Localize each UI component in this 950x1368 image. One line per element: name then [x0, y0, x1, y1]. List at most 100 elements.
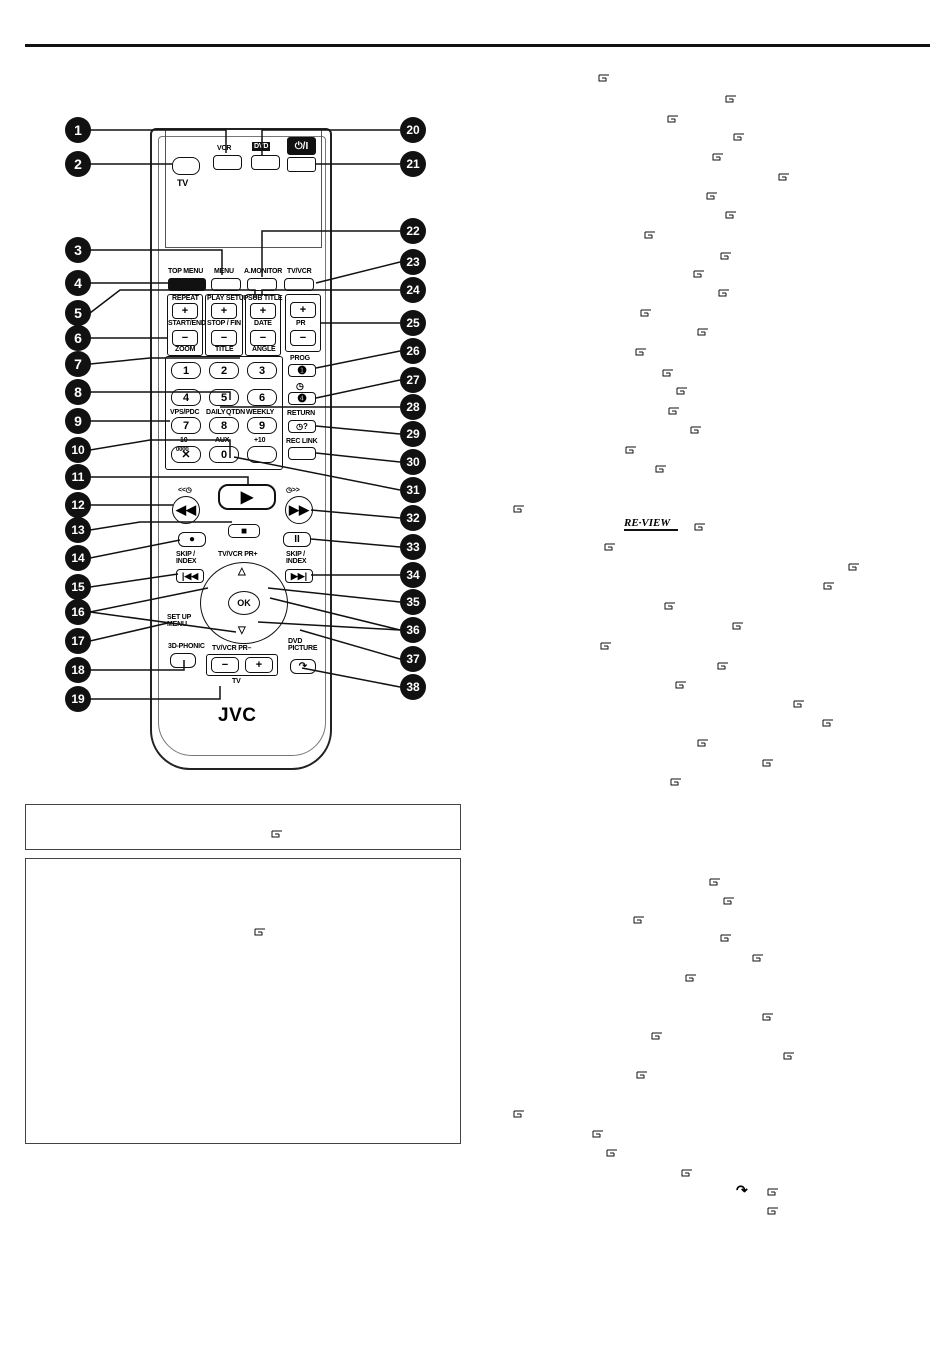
- tv-volume-label: TV: [232, 678, 241, 685]
- prog-button[interactable]: ❶: [288, 364, 316, 377]
- callout-35: 35: [400, 589, 426, 615]
- remote-display-window: [165, 129, 322, 248]
- keypad-frame: [165, 356, 283, 470]
- rec-link-button[interactable]: [288, 447, 316, 460]
- title-minus-button[interactable]: −: [211, 330, 237, 346]
- 3d-phonic-label: 3D-PHONIC: [168, 643, 205, 650]
- tv-vcr-switch[interactable]: [172, 157, 200, 175]
- page-reference-icon: [720, 932, 732, 942]
- page-reference-icon: [635, 346, 647, 356]
- page-reference-icon: [690, 424, 702, 434]
- callout-6: 6: [65, 325, 91, 351]
- remote-inner-frame: [158, 136, 326, 756]
- page-reference-icon: [823, 580, 835, 590]
- page-reference-icon: [598, 72, 610, 82]
- play-setup-plus-button[interactable]: +: [211, 303, 237, 319]
- play-setup-label: PLAY SETUP: [207, 295, 249, 302]
- angle-label: ANGLE: [252, 346, 276, 353]
- key-9[interactable]: 9: [247, 417, 277, 434]
- record-button[interactable]: ●: [178, 532, 206, 547]
- ok-button[interactable]: OK: [228, 591, 260, 615]
- repeat-plus-button[interactable]: +: [172, 303, 198, 319]
- dvd-picture-button[interactable]: ↷: [290, 659, 316, 674]
- callout-28: 28: [400, 394, 426, 420]
- callout-30: 30: [400, 449, 426, 475]
- callout-15: 15: [65, 574, 91, 600]
- page-reference-icon: [778, 171, 790, 181]
- top-menu-label: TOP MENU: [168, 268, 204, 275]
- skip-index-left-label: SKIP / INDEX: [176, 551, 197, 565]
- key-8[interactable]: 8: [209, 417, 239, 434]
- key-1[interactable]: 1: [171, 362, 201, 379]
- pr-minus-button[interactable]: −: [290, 330, 316, 346]
- key-7[interactable]: 7: [171, 417, 201, 434]
- skip-index-right-label: SKIP / INDEX: [286, 551, 307, 565]
- callout-16: 16: [65, 599, 91, 625]
- key-0000-clear[interactable]: ✕: [171, 446, 201, 463]
- play-button[interactable]: ▶: [218, 484, 276, 510]
- down-arrow-icon[interactable]: ▽: [238, 625, 246, 636]
- plus-ten-label: +10: [254, 437, 266, 444]
- page-reference-icon: [762, 1011, 774, 1021]
- power-indicator-button[interactable]: [287, 157, 316, 172]
- callout-3: 3: [65, 237, 91, 263]
- volume-plus-button[interactable]: +: [245, 657, 273, 673]
- zoom-minus-button[interactable]: −: [172, 330, 198, 346]
- rewind-arrow-label: <<◷: [178, 487, 192, 494]
- stop-button[interactable]: ■: [228, 524, 260, 538]
- pr-plus-button[interactable]: +: [290, 302, 316, 318]
- aux-button[interactable]: 0: [209, 446, 239, 463]
- dvd-picture-icon: ↷: [736, 1182, 748, 1198]
- callout-5: 5: [65, 300, 91, 326]
- page-reference-icon: [718, 287, 730, 297]
- power-button[interactable]: ⏻/I: [287, 137, 316, 155]
- page-reference-icon: [640, 307, 652, 317]
- callout-11: 11: [65, 464, 91, 490]
- pause-button[interactable]: II: [283, 532, 311, 547]
- key-4[interactable]: 4: [171, 389, 201, 406]
- timer-button[interactable]: ❹: [288, 392, 316, 405]
- angle-minus-button[interactable]: −: [250, 330, 276, 346]
- page-reference-icon: [633, 914, 645, 924]
- vcr-label: VCR: [217, 145, 232, 152]
- fast-forward-button[interactable]: ▶▶: [285, 496, 313, 524]
- callout-33: 33: [400, 534, 426, 560]
- up-arrow-icon[interactable]: △: [238, 566, 246, 577]
- page-reference-icon: [822, 717, 834, 727]
- qtdn-label: QTDN: [226, 409, 246, 416]
- 3d-phonic-button[interactable]: [170, 653, 196, 668]
- rewind-button[interactable]: ◀◀: [172, 496, 200, 524]
- pr-label: PR: [296, 320, 306, 327]
- page-reference-icon: [675, 679, 687, 689]
- menu-label: MENU: [214, 268, 234, 275]
- callout-27: 27: [400, 367, 426, 393]
- page-reference-icon: [752, 952, 764, 962]
- tv-volume-frame: [206, 654, 278, 676]
- volume-minus-button[interactable]: −: [211, 657, 239, 673]
- skip-forward-button[interactable]: ▶▶|: [285, 569, 313, 583]
- page-reference-icon: [676, 385, 688, 395]
- key-6[interactable]: 6: [247, 389, 277, 406]
- page-reference-icon: [725, 209, 737, 219]
- callout-19: 19: [65, 686, 91, 712]
- return-button[interactable]: ◷?: [288, 420, 316, 433]
- key-5[interactable]: 5: [209, 389, 239, 406]
- key-2[interactable]: 2: [209, 362, 239, 379]
- callout-10: 10: [65, 437, 91, 463]
- page-reference-icon: [725, 93, 737, 103]
- vcr-button[interactable]: [213, 155, 242, 170]
- brand-logo: JVC: [218, 705, 257, 726]
- callout-9: 9: [65, 408, 91, 434]
- weekly-label: WEEKLY: [246, 409, 275, 416]
- sub-title-plus-button[interactable]: +: [250, 303, 276, 319]
- tv-vcr-pr-plus-label: TV/VCR PR+: [218, 551, 258, 558]
- page-reference-icon: [254, 926, 266, 936]
- vps-pdc-label: VPS/PDC: [170, 409, 200, 416]
- callout-34: 34: [400, 562, 426, 588]
- skip-back-button[interactable]: |◀◀: [176, 569, 204, 583]
- header-rule: [25, 44, 930, 47]
- page-reference-icon: [592, 1128, 604, 1138]
- key-3[interactable]: 3: [247, 362, 277, 379]
- dvd-button[interactable]: [251, 155, 280, 170]
